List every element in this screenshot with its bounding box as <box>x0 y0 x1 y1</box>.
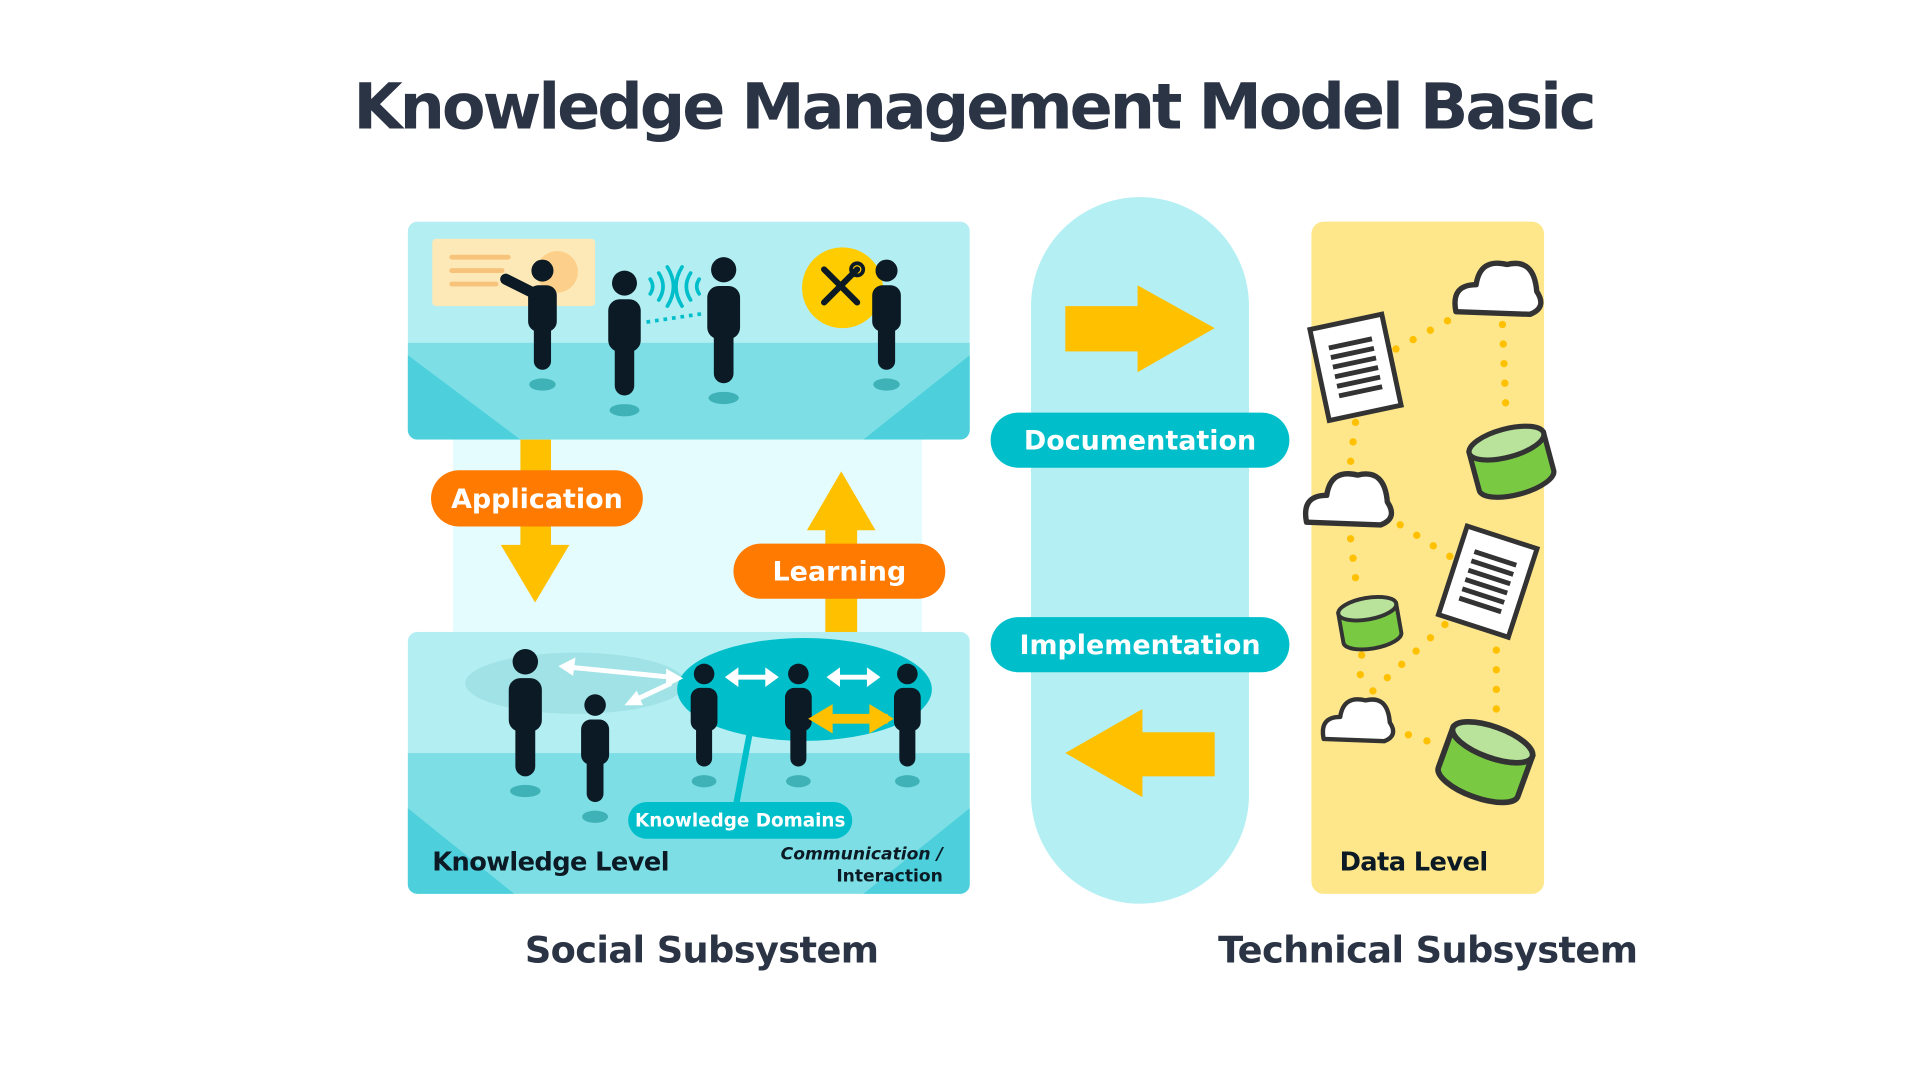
top-panel-application-scene <box>407 221 970 440</box>
svg-text:Application: Application <box>451 484 623 515</box>
person-icon <box>508 648 542 798</box>
sound-waves-icon <box>648 265 702 308</box>
bottom-panel-knowledge-level: Knowledge Domains Knowledge Level Commun… <box>407 631 970 894</box>
cloud-icon <box>1320 697 1396 744</box>
communication-label: Communication / <box>781 845 945 865</box>
database-icon <box>1435 718 1536 806</box>
person-icon <box>690 663 718 788</box>
interaction-arrows <box>558 657 881 706</box>
data-level-panel: Data Level <box>1302 221 1557 894</box>
page-title: Knowledge Management Model Basic <box>353 71 1593 145</box>
interaction-label: Interaction <box>836 867 943 887</box>
document-icon <box>1435 522 1541 641</box>
person-icon <box>872 259 901 391</box>
left-arrow-icon <box>1065 708 1215 798</box>
person-icon <box>608 270 641 417</box>
knowledge-level-label: Knowledge Level <box>432 848 669 878</box>
informal-group-ellipse <box>465 652 686 714</box>
tools-icon <box>802 247 883 329</box>
presentation-board-icon <box>432 238 596 307</box>
person-icon <box>707 257 741 405</box>
learning-label: Learning <box>733 543 946 599</box>
person-icon <box>784 663 812 788</box>
person-icon <box>581 694 610 823</box>
svg-text:Knowledge Domains: Knowledge Domains <box>635 811 845 832</box>
dotted-connection <box>646 311 705 324</box>
domain-pointer-line <box>732 734 753 807</box>
svg-text:Documentation: Documentation <box>1024 425 1256 456</box>
right-arrow-icon <box>1065 285 1215 373</box>
database-icon <box>1466 423 1557 500</box>
application-label: Application <box>431 470 643 527</box>
cloud-icon <box>1452 260 1544 318</box>
social-subsystem-label: Social Subsystem <box>525 928 879 971</box>
data-level-label: Data Level <box>1340 848 1488 878</box>
implementation-label: Implementation <box>990 617 1290 673</box>
svg-text:Implementation: Implementation <box>1019 630 1260 661</box>
svg-text:Learning: Learning <box>773 556 907 587</box>
database-icon <box>1336 594 1404 652</box>
technical-subsystem-label: Technical Subsystem <box>1218 928 1637 971</box>
documentation-label: Documentation <box>990 412 1290 468</box>
collaboration-arrow <box>808 704 894 734</box>
person-icon <box>893 663 921 788</box>
cloud-icon <box>1302 471 1395 528</box>
data-connections <box>1345 308 1510 751</box>
transfer-capsule <box>1031 197 1249 904</box>
knowledge-domains-label: Knowledge Domains <box>628 802 853 839</box>
pointing-arm <box>500 273 541 300</box>
document-icon <box>1306 311 1405 424</box>
